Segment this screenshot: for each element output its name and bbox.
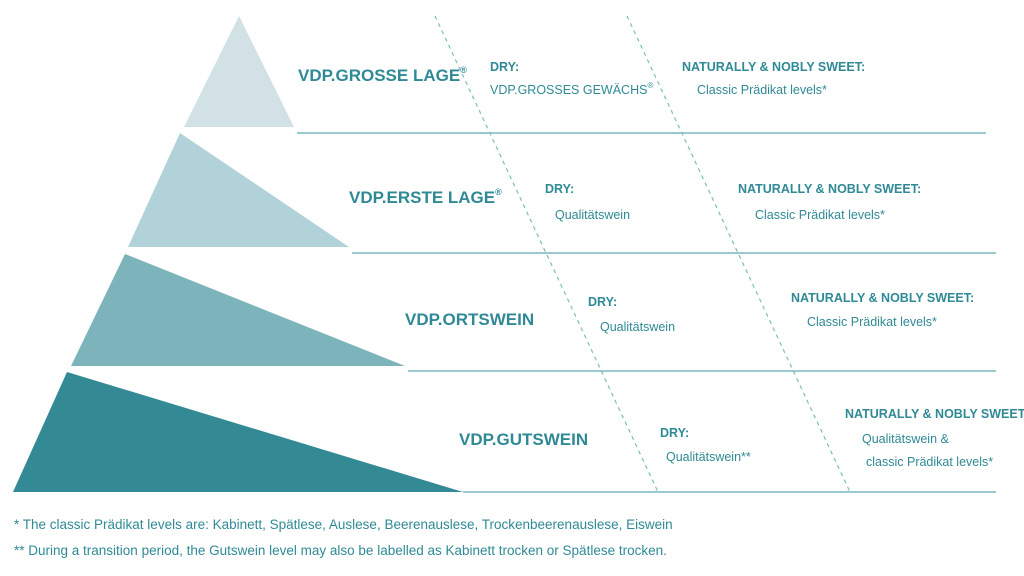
dry-label: DRY:: [490, 60, 519, 74]
level-name-erste-lage: VDP.ERSTE LAGE®: [349, 187, 502, 207]
level-name-ortswein: VDP.ORTSWEIN: [405, 310, 534, 329]
level-name-gutswein: VDP.GUTSWEIN: [459, 430, 588, 449]
dry-value: Qualitätswein: [555, 208, 630, 222]
dry-label: DRY:: [660, 426, 689, 440]
sweet-label: NATURALLY & NOBLY SWEET:: [682, 60, 865, 74]
pyramid-tier-grosse-lage: [184, 16, 294, 127]
sweet-label: NATURALLY & NOBLY SWEET:: [791, 291, 974, 305]
sweet-value: Classic Prädikat levels*: [697, 83, 827, 97]
sweet-value: Qualitätswein &: [862, 432, 950, 446]
dry-label: DRY:: [545, 182, 574, 196]
pyramid-tier-gutswein: [13, 372, 463, 492]
dry-value: VDP.GROSSES GEWÄCHS®: [490, 81, 653, 97]
dry-label: DRY:: [588, 295, 617, 309]
sweet-value: classic Prädikat levels*: [866, 455, 993, 469]
footnote-gutswein-transition: ** During a transition period, the Gutsw…: [14, 543, 667, 558]
sweet-label: NATURALLY & NOBLY SWEET:: [845, 407, 1024, 421]
dry-value: Qualitätswein**: [666, 450, 751, 464]
sweet-label: NATURALLY & NOBLY SWEET:: [738, 182, 921, 196]
dry-value: Qualitätswein: [600, 320, 675, 334]
pyramid-tier-ortswein: [71, 254, 405, 366]
sweet-value: Classic Prädikat levels*: [755, 208, 885, 222]
level-name-grosse-lage: VDP.GROSSE LAGE®: [298, 65, 467, 85]
footnote-pradikat-levels: * The classic Prädikat levels are: Kabin…: [14, 517, 673, 532]
sweet-value: Classic Prädikat levels*: [807, 315, 937, 329]
pyramid-tier-erste-lage: [128, 133, 349, 247]
